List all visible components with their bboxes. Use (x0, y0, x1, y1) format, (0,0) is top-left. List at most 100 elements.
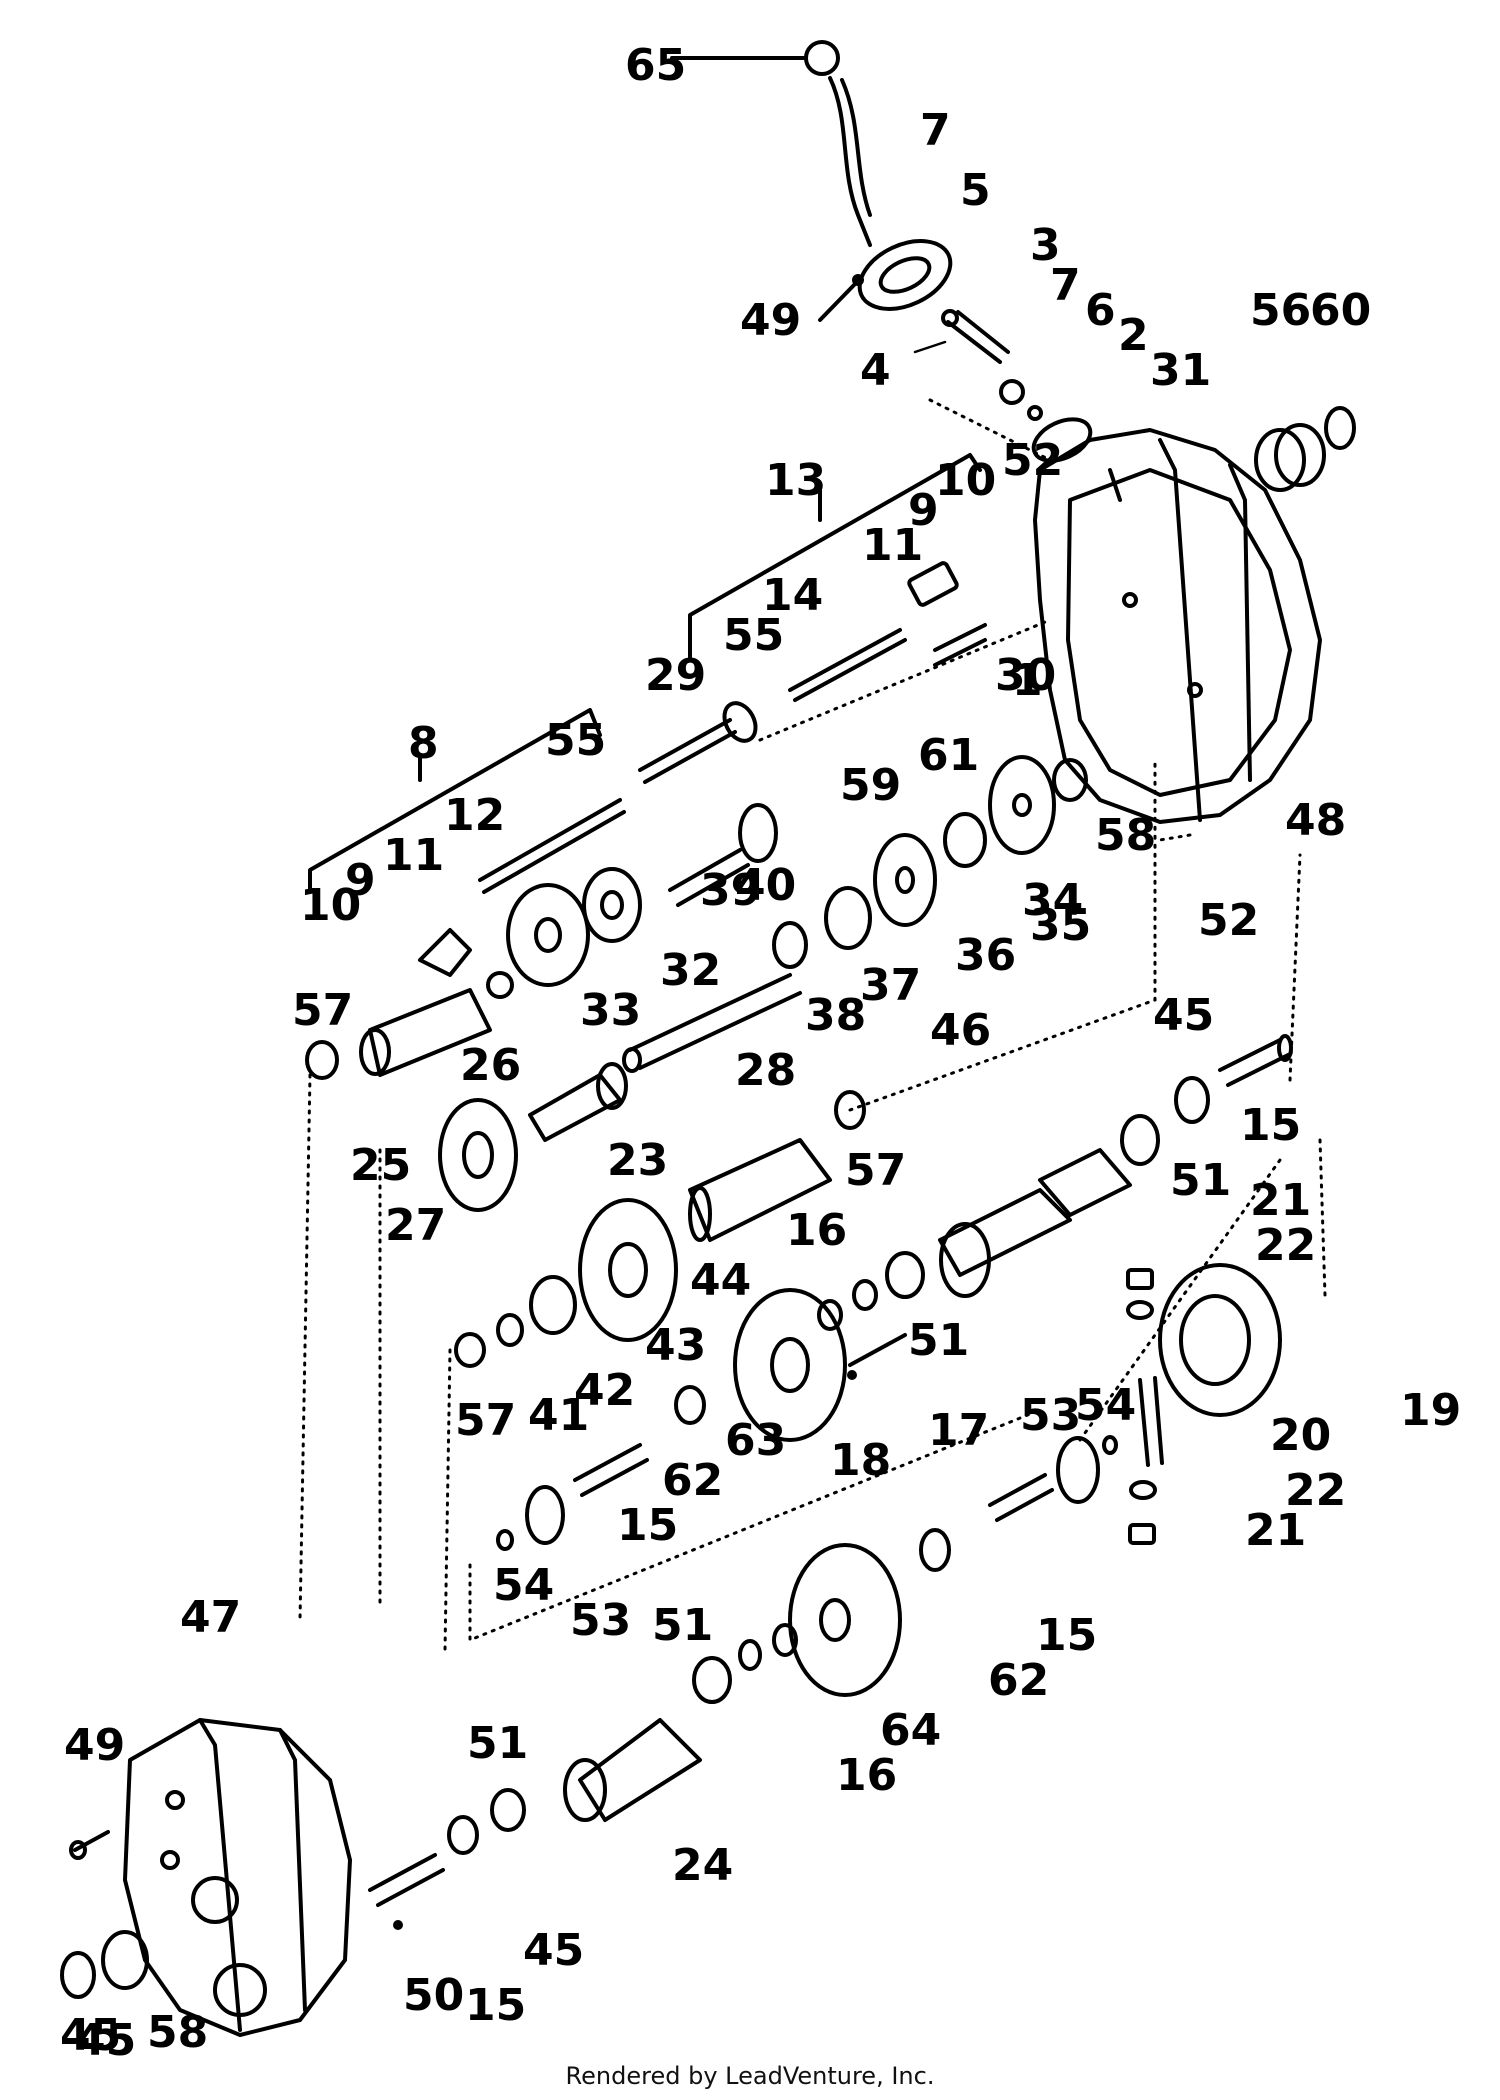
part-label: 19 (1400, 1385, 1461, 1436)
part-label: 24 (672, 1840, 733, 1891)
gear-38 (772, 921, 808, 969)
part-label: 36 (955, 930, 1016, 981)
part-label: 29 (645, 650, 706, 701)
gear-27 (438, 1098, 518, 1212)
part-label: 15 (465, 1980, 526, 2031)
shift-rod-14 (788, 561, 987, 702)
pinion-53a (1056, 1435, 1118, 1504)
alignment-lines (298, 398, 1327, 1652)
seal-45b (447, 1815, 479, 1855)
part-label: 15 (1240, 1100, 1301, 1151)
part-label: 21 (1250, 1175, 1311, 1226)
part-label: 18 (830, 1435, 891, 1486)
part-label: 9 (345, 855, 376, 906)
shaft-29 (638, 701, 758, 784)
washer-41 (496, 1313, 524, 1347)
shaft-28 (622, 973, 802, 1073)
part-label: 46 (930, 1005, 991, 1056)
part-label: 27 (385, 1200, 446, 1251)
part-label: 58 (1095, 810, 1156, 861)
part-label: 49 (740, 295, 801, 346)
part-label: 25 (350, 1140, 411, 1191)
part-label: 47 (180, 1592, 241, 1643)
part-label: 10 (935, 455, 996, 506)
part-label: 6 (1085, 285, 1116, 336)
part-label: 11 (862, 520, 923, 571)
part-label: 52 (1198, 895, 1259, 946)
pin-20 (1138, 1376, 1164, 1467)
part-label: 65 (625, 40, 686, 91)
left-case-half (123, 1718, 352, 2037)
shift-fork-11 (418, 928, 514, 999)
part-label: 26 (460, 1040, 521, 1091)
part-label: 53 (1020, 1390, 1081, 1441)
part-label: 1 (1012, 655, 1043, 706)
shaft-15d (368, 1853, 445, 1930)
bushing-57b (834, 1090, 866, 1130)
part-label: 60 (1310, 285, 1371, 336)
shaft-15a (1218, 1034, 1293, 1087)
part-label: 40 (735, 860, 796, 911)
shift-rail-bracket-13 (688, 453, 982, 662)
part-label: 41 (528, 1390, 589, 1441)
part-label: 52 (1002, 435, 1063, 486)
bearing-51c (692, 1656, 732, 1704)
part-label: 51 (652, 1600, 713, 1651)
part-label: 45 (1153, 990, 1214, 1041)
gear-36 (873, 833, 937, 927)
part-label: 22 (1255, 1220, 1316, 1271)
part-label: 34 (1022, 875, 1083, 926)
part-label: 21 (1245, 1505, 1306, 1556)
part-label: 57 (292, 985, 353, 1036)
part-label: 55 (545, 715, 606, 766)
part-label: 45 (523, 1925, 584, 1976)
part-label: 32 (660, 945, 721, 996)
part-label: 62 (988, 1655, 1049, 1706)
washer-62b (919, 1528, 951, 1572)
part-label: 51 (467, 1718, 528, 1769)
shift-lever (670, 40, 872, 247)
part-label: 43 (645, 1320, 706, 1371)
pinion-53b (496, 1485, 565, 1551)
right-case-half (1033, 428, 1322, 824)
gear-34 (988, 755, 1056, 855)
part-label: 49 (64, 1720, 125, 1771)
bolt-17 (847, 1333, 907, 1380)
part-label: 63 (725, 1415, 786, 1466)
bearing-51d (490, 1788, 526, 1832)
shaft-15c (573, 1443, 649, 1497)
bearing-51a (1120, 1114, 1160, 1166)
part-label: 11 (383, 830, 444, 881)
part-label: 64 (880, 1705, 941, 1756)
part-label: 8 (408, 718, 439, 769)
part-label: 5 (960, 165, 991, 216)
bushing-42 (529, 1275, 577, 1335)
part-label: 50 (403, 1970, 464, 2021)
part-label: 15 (617, 1500, 678, 1551)
carrier-63 (733, 1288, 847, 1442)
splined-shaft-26 (359, 988, 492, 1077)
spacer-57a (305, 1040, 339, 1080)
part-label: 56 (1250, 285, 1311, 336)
shift-rod-12 (478, 798, 626, 894)
shaft-24 (563, 1718, 702, 1822)
part-label: 57 (845, 1145, 906, 1196)
part-label: 39 (700, 865, 761, 916)
part-label: 59 (840, 760, 901, 811)
gear-33 (506, 883, 590, 987)
part-label: 16 (836, 1750, 897, 1801)
part-label: 9 (908, 485, 939, 536)
part-label: 33 (580, 985, 641, 1036)
part-label: 53 (570, 1595, 631, 1646)
washer-62a (674, 1385, 706, 1425)
part-label: 37 (860, 960, 921, 1011)
part-label: 61 (918, 730, 979, 781)
part-label: 58 (147, 2007, 208, 2058)
part-label: 14 (762, 570, 823, 621)
washers-16b (738, 1623, 798, 1671)
part-label: 23 (607, 1135, 668, 1186)
washers-16a (817, 1279, 878, 1331)
shift-rail-bracket-8 (308, 708, 602, 892)
part-label: 51 (1170, 1155, 1231, 1206)
